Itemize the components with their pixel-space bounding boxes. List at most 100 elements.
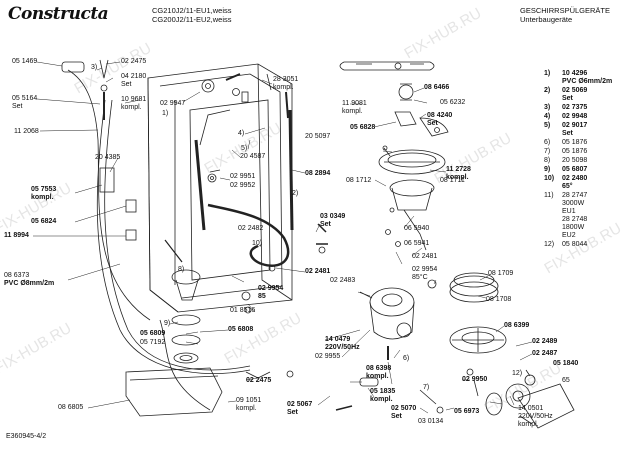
model-line-1: CG210J2/11-EU1,weiss: [152, 6, 232, 15]
part-label: 220V/50Hz: [518, 413, 553, 420]
legend-item-value: EU1: [562, 208, 576, 215]
legend-item-number: 3): [544, 104, 551, 111]
part-label: 05 6232: [440, 99, 466, 106]
part-label: 4): [238, 130, 245, 137]
small-parts: [241, 223, 533, 425]
part-label: 02 2487: [532, 350, 558, 357]
legend-item-value: 02 5069: [562, 87, 588, 94]
legend-item-values: 02 7375: [562, 104, 587, 112]
part-label: 05 1469: [12, 58, 38, 65]
part-label: Set: [427, 120, 438, 127]
legend-item-values: 05 8044: [562, 241, 587, 249]
part-label: 6): [403, 355, 410, 362]
tub-frame: [147, 63, 294, 313]
legend-item-value: 3000W: [562, 200, 585, 207]
legend-item-value: Set: [562, 95, 573, 102]
legend-item-values: 05 1876: [562, 148, 587, 156]
legend-item-value: 28 2747: [562, 192, 588, 199]
legend-item-value: 02 2480: [562, 175, 588, 182]
lower-spray-arm: [378, 145, 446, 251]
legend-item-number: 10): [544, 175, 555, 182]
part-label: 20 4385: [95, 154, 121, 161]
part-label: 02 9952: [230, 182, 256, 189]
part-label: 02 2483: [330, 277, 356, 284]
part-label: 20 5097: [305, 133, 331, 140]
part-label: 05 1840: [553, 360, 579, 367]
part-label: 03 0134: [418, 418, 444, 425]
part-label: 08 1708: [486, 296, 512, 303]
filter-rings: [449, 272, 507, 354]
part-label: 02 9951: [230, 173, 256, 180]
part-label: 28 3051: [273, 76, 299, 83]
part-label: kompl.: [236, 405, 257, 412]
part-label: Set: [287, 409, 298, 416]
legend-item-value: 20 5098: [562, 157, 588, 164]
part-label: 02 2475: [246, 377, 272, 384]
document-id: E360945-4/2: [6, 433, 47, 440]
legend-item: 8) 20 5098: [544, 157, 634, 165]
part-label: kompl.: [31, 194, 54, 201]
part-label: 02 2481: [412, 253, 438, 260]
part-label: 05 6828: [350, 124, 376, 131]
legend-item: 6) 05 1876: [544, 139, 634, 147]
part-label: 08 6399: [504, 322, 530, 329]
part-label: 08 6805: [58, 404, 84, 411]
part-label: kompl.: [273, 84, 294, 91]
part-label: 02 9954: [412, 266, 438, 273]
part-label: 02 2475: [121, 58, 147, 65]
part-label: kompl.: [342, 108, 363, 115]
part-label: 9): [164, 320, 171, 327]
subcategory-title: Unterbaugeräte: [520, 15, 573, 24]
part-label: 20 4587: [240, 153, 266, 160]
part-label: 85°C: [412, 274, 428, 281]
legend-item-number: 8): [544, 157, 551, 164]
part-label: kompl.: [446, 174, 469, 181]
part-label: 2): [292, 190, 299, 197]
legend-item-number: 5): [544, 122, 551, 129]
part-label: 05 1835: [370, 388, 396, 395]
legend-item: 4)02 9948: [544, 113, 634, 121]
category-title: GESCHIRRSPÜLGERÄTE: [520, 6, 611, 15]
part-label: 7): [423, 384, 430, 391]
part-label: 12): [512, 370, 523, 377]
legend-item: 3) 02 7375: [544, 104, 634, 112]
part-label: 11 8994: [4, 232, 29, 239]
part-label: Set: [12, 103, 23, 110]
part-label: 08 6466: [424, 84, 450, 91]
part-label: 08 1712: [346, 177, 372, 184]
part-label: 04 2180: [121, 73, 147, 80]
part-label: 05 6973: [454, 408, 480, 415]
part-label: kompl.: [518, 421, 539, 428]
hoses: [67, 69, 290, 411]
brand-logo: Constructa: [8, 4, 109, 24]
part-label: 10 9681: [121, 96, 147, 103]
legend-item: 12) 05 8044: [544, 241, 634, 249]
part-label: 08 6373: [4, 272, 30, 279]
part-label: 05 6824: [31, 218, 57, 225]
part-label: 3): [91, 64, 98, 71]
part-label: 08 1709: [488, 270, 514, 277]
legend-item: 7)05 1876: [544, 148, 634, 156]
legend-item-number: 6): [544, 139, 551, 146]
part-label: 08 4240: [427, 112, 453, 119]
heater-sump: [125, 269, 223, 417]
legend-item-value: 05 1876: [562, 139, 588, 146]
legend-item-number: 1): [544, 70, 551, 77]
legend-item-number: 12): [544, 241, 555, 248]
legend-item-value: PVC Ø6mm/2m: [562, 78, 613, 85]
part-label: 02 9950: [462, 376, 488, 383]
legend-item-value: 02 9017: [562, 122, 588, 129]
legend-item-values: 20 5098: [562, 157, 587, 165]
legend-item-value: 28 2748: [562, 216, 588, 223]
part-label: Set: [391, 413, 402, 420]
part-label: 10): [252, 240, 263, 247]
part-label: 08 1711: [440, 177, 465, 184]
